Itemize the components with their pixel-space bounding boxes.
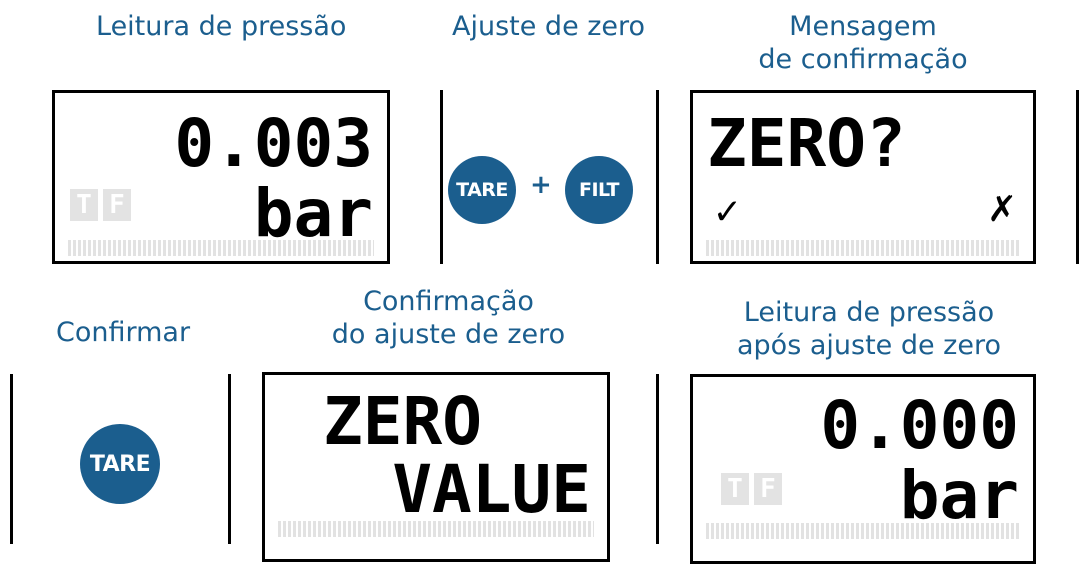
indicator-f: F (754, 473, 782, 505)
lcd-zero-value: ZERO VALUE (262, 372, 610, 562)
caption-confirmacao: Confirmação do ajuste de zero (331, 286, 566, 350)
caption-mensagem: Mensagem de confirmação (758, 11, 968, 75)
lcd-pressure-after: 0.000 T F bar (690, 374, 1036, 564)
lcd-tf-indicators: T F (721, 473, 782, 505)
lcd-pressure-value: 0.003 (174, 105, 373, 182)
lcd-pressure-unit: bar (253, 175, 373, 252)
lcd-pressure-after-unit: bar (899, 457, 1019, 534)
plus-symbol: + (530, 170, 552, 200)
lcd-bargraph (706, 523, 1020, 539)
cross-icon: ✗ (988, 181, 1016, 232)
lcd-zero-query: ZERO? ✓ ✗ (690, 90, 1036, 264)
lcd-zero-line2: VALUE (392, 451, 591, 528)
lcd-zero-query-text: ZERO? (707, 105, 906, 182)
lcd-tf-indicators: T F (70, 189, 131, 221)
divider (440, 90, 443, 264)
caption-confirmar: Confirmar (56, 317, 191, 348)
indicator-t: T (70, 189, 98, 221)
lcd-pressure-reading: 0.003 T F bar (52, 90, 390, 264)
lcd-bargraph (706, 240, 1020, 256)
indicator-f: F (103, 189, 131, 221)
divider (10, 374, 13, 544)
lcd-bargraph (278, 521, 594, 537)
lcd-zero-line1: ZERO (323, 383, 482, 460)
divider (228, 374, 231, 544)
filt-button[interactable]: FILT (565, 156, 633, 224)
check-icon: ✓ (715, 188, 740, 234)
divider (656, 90, 659, 264)
lcd-bargraph (68, 240, 374, 256)
divider (656, 374, 659, 544)
tare-button[interactable]: TARE (80, 424, 160, 504)
lcd-pressure-after-value: 0.000 (820, 387, 1019, 464)
divider (1076, 90, 1079, 264)
tare-button[interactable]: TARE (448, 156, 516, 224)
caption-ajuste: Ajuste de zero (452, 11, 646, 42)
caption-leitura: Leitura de pressão (96, 11, 347, 42)
caption-leitura-apos: Leitura de pressão após ajuste de zero (736, 297, 1001, 361)
indicator-t: T (721, 473, 749, 505)
